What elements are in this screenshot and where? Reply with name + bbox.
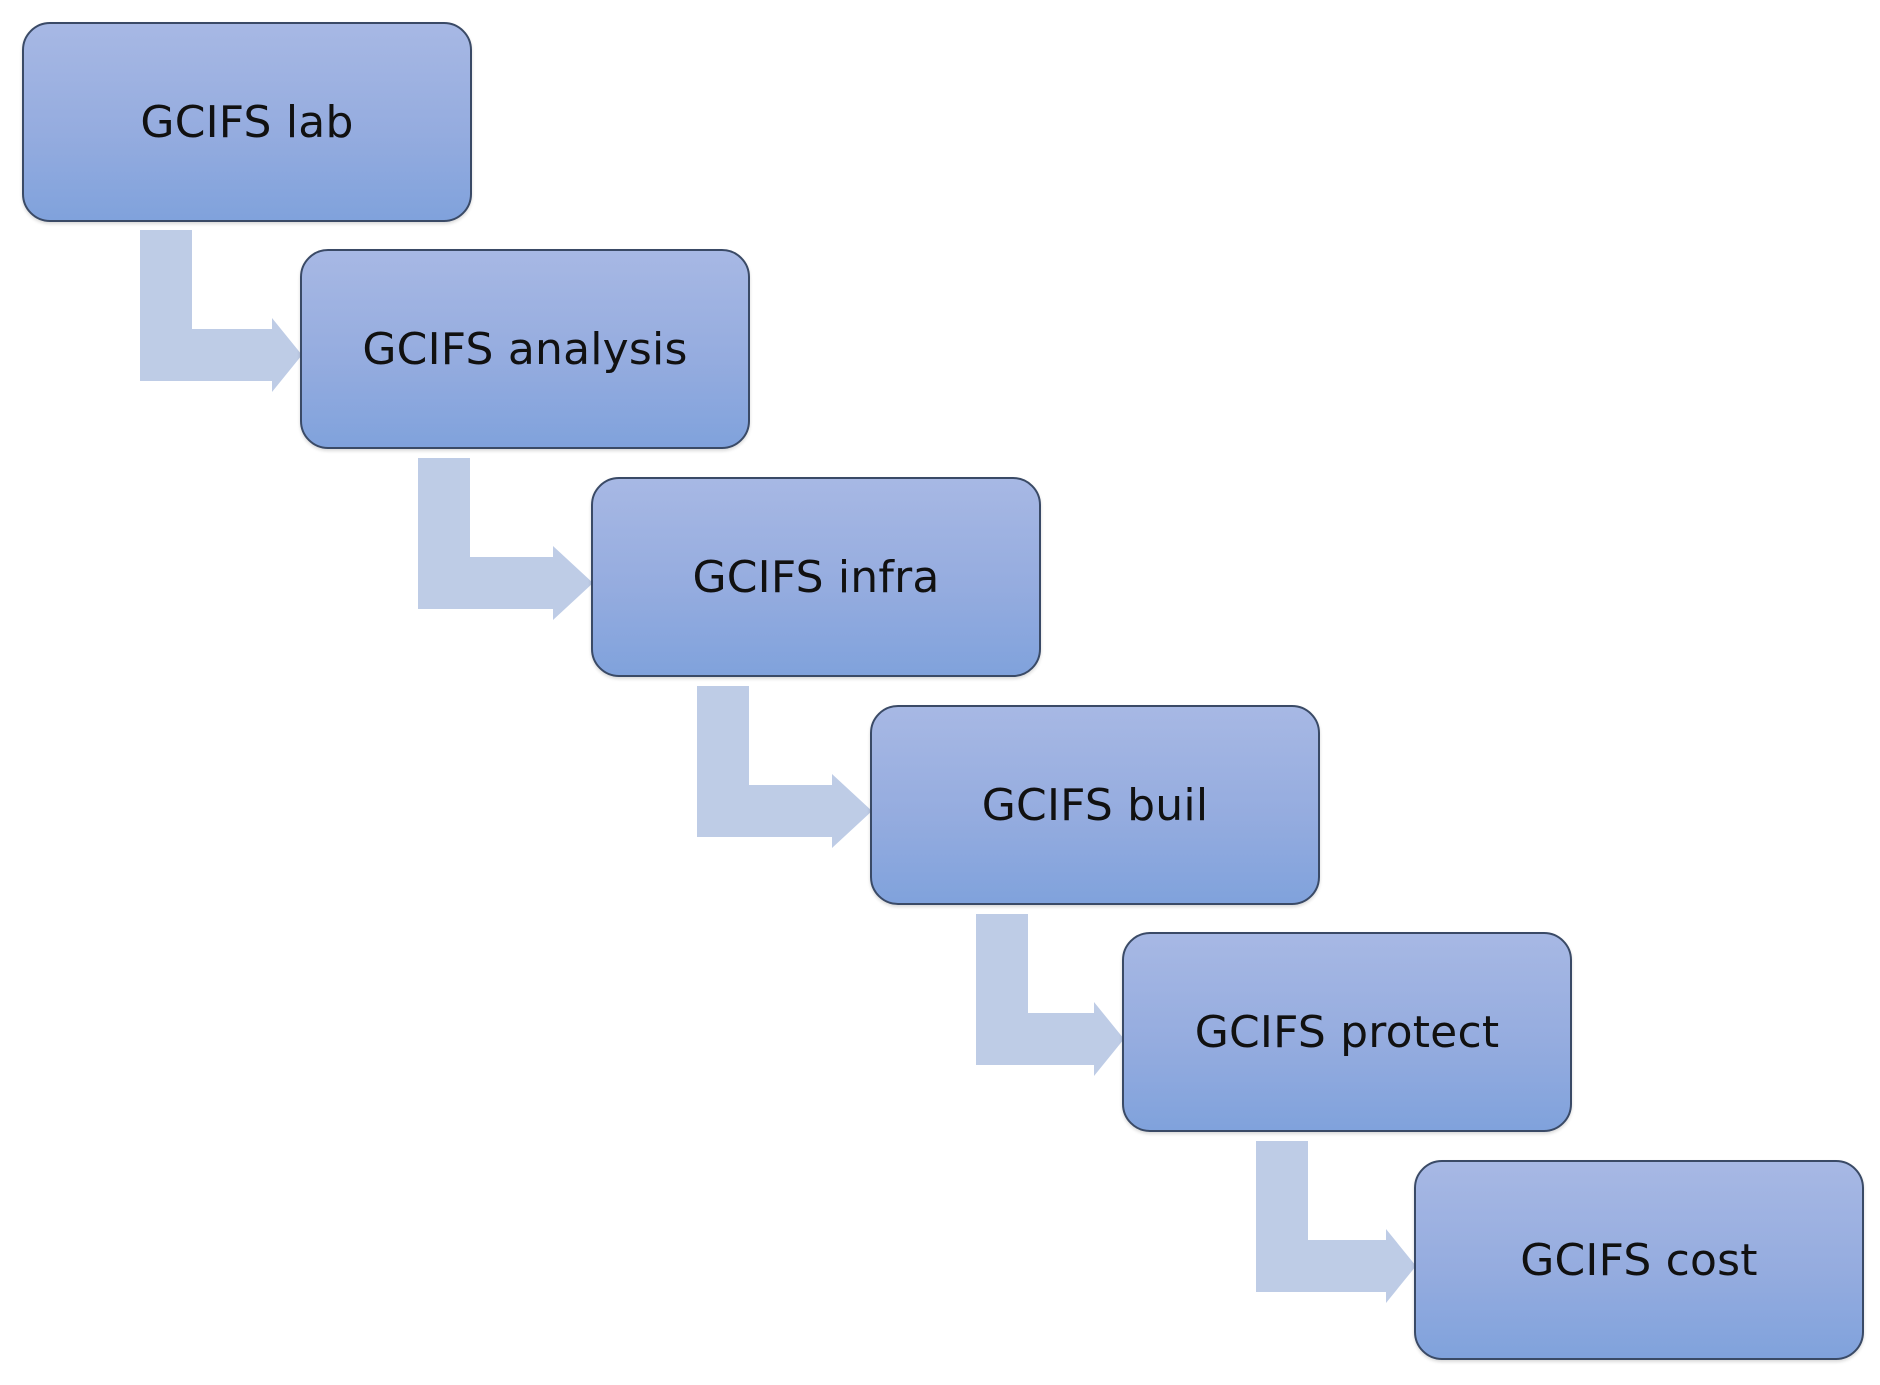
bent-arrow-icon <box>697 686 872 848</box>
step-box-gcifs-buil: GCIFS buil <box>870 705 1320 905</box>
step-label: GCIFS protect <box>1194 1006 1500 1058</box>
step-label: GCIFS cost <box>1520 1234 1758 1286</box>
step-box-gcifs-lab: GCIFS lab <box>22 22 472 222</box>
step-box-gcifs-infra: GCIFS infra <box>591 477 1041 677</box>
step-box-gcifs-analysis: GCIFS analysis <box>300 249 750 449</box>
bent-arrow-icon <box>1256 1141 1416 1303</box>
bent-arrow-icon <box>140 230 302 392</box>
step-label: GCIFS analysis <box>362 323 688 375</box>
step-box-gcifs-cost: GCIFS cost <box>1414 1160 1864 1360</box>
step-label: GCIFS lab <box>140 96 354 148</box>
bent-arrow-icon <box>418 458 593 620</box>
bent-arrow-icon <box>976 914 1124 1076</box>
step-box-gcifs-protect: GCIFS protect <box>1122 932 1572 1132</box>
step-label: GCIFS buil <box>981 779 1209 831</box>
step-label: GCIFS infra <box>692 551 940 603</box>
